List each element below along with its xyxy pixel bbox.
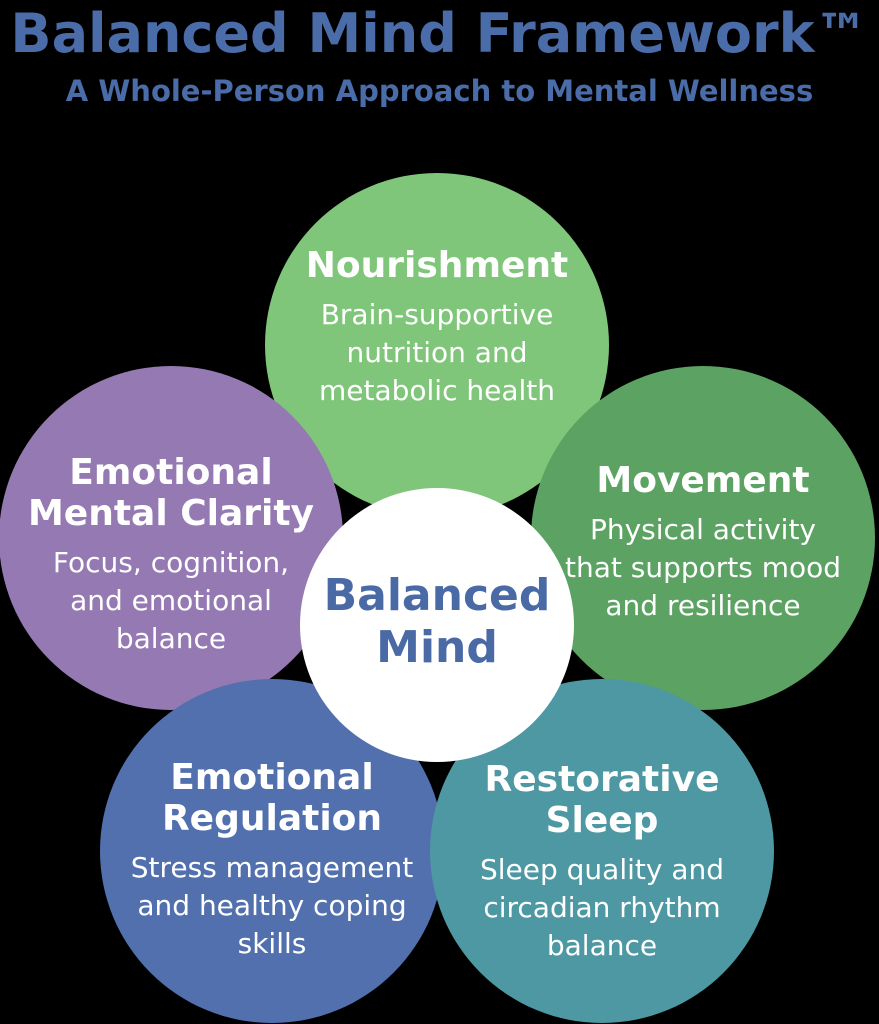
petal-restorative-sleep-description: Sleep quality and circadian rhythm balan… <box>479 853 725 963</box>
petal-emotional-regulation-description: Stress management and healthy coping ski… <box>130 851 414 961</box>
page-subtitle: A Whole-Person Approach to Mental Wellne… <box>65 74 814 108</box>
center-label: Balanced Mind <box>323 570 551 673</box>
petal-emotional-regulation: Emotional Regulation Stress management a… <box>100 679 444 1023</box>
petal-emotional-mental-clarity: Emotional Mental Clarity Focus, cognitio… <box>0 366 343 710</box>
page-title: Balanced Mind Framework™ <box>10 2 869 65</box>
petal-nourishment-title: Nourishment <box>305 245 569 286</box>
petal-emotional-mental-clarity-title: Emotional Mental Clarity <box>27 452 315 535</box>
petal-emotional-mental-clarity-description: Focus, cognition, and emotional balance <box>52 546 290 656</box>
petal-restorative-sleep-title: Restorative Sleep <box>484 759 720 842</box>
petal-movement-description: Physical activity that supports mood and… <box>564 513 842 623</box>
petal-nourishment-description: Brain-supportive nutrition and metabolic… <box>318 298 556 408</box>
center-circle: Balanced Mind <box>300 488 574 762</box>
petal-movement: Movement Physical activity that supports… <box>531 366 875 710</box>
petal-emotional-regulation-title: Emotional Regulation <box>161 757 383 840</box>
petal-movement-title: Movement <box>596 460 810 501</box>
